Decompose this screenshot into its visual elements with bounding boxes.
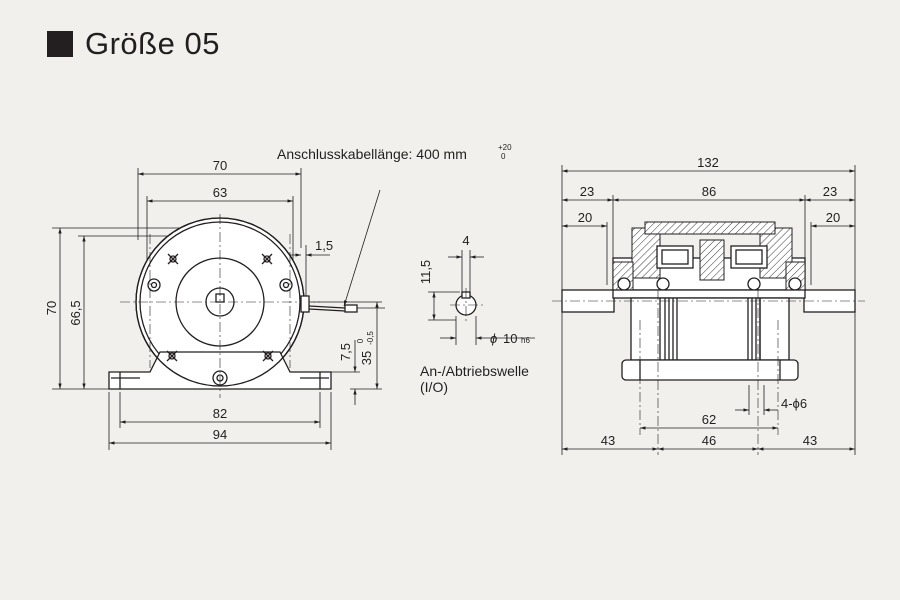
cable-length-label: Anschlusskabellänge: 400 mm: [277, 146, 467, 162]
dim-side-right-20: 20: [826, 210, 840, 225]
dim-shaft-dia-value: 10: [503, 331, 517, 346]
front-view: 70 63 1,5 70 66,5: [44, 158, 385, 450]
shaft-io-label: (I/O): [420, 379, 448, 395]
dim-side-132: 132: [697, 155, 719, 170]
page-title: Größe 05: [85, 26, 220, 61]
dim-front-1-5: 1,5: [315, 238, 333, 253]
bolt-icons: [147, 253, 293, 362]
dim-side-right-23: 23: [823, 184, 837, 199]
dim-side-left-23: 23: [580, 184, 594, 199]
shaft-detail: 4 11,5 ϕ 10 h6: [418, 233, 535, 346]
dim-front-height-66-5: 66,5: [68, 300, 83, 325]
side-view: 132 23 86 23 20 20: [552, 155, 865, 455]
dim-side-bottom-mid-46: 46: [702, 433, 716, 448]
dim-side-86: 86: [702, 184, 716, 199]
dim-front-height-70: 70: [44, 301, 59, 315]
dim-shaft-dia-fit: h6: [521, 336, 530, 345]
dim-side-bottom-right-43: 43: [803, 433, 817, 448]
dim-front-35: 35: [359, 351, 374, 365]
dim-front-94: 94: [213, 427, 227, 442]
dim-side-left-20: 20: [578, 210, 592, 225]
dim-front-82: 82: [213, 406, 227, 421]
dim-side-62: 62: [702, 412, 716, 427]
shaft-label: An-/Abtriebswelle: [420, 363, 529, 379]
page-header: Größe 05: [47, 24, 220, 64]
dim-front-7-5: 7,5: [338, 343, 353, 361]
dim-key-width-4: 4: [462, 233, 469, 248]
dim-key-height-11-5: 11,5: [418, 260, 433, 284]
dim-side-bottom-left-43: 43: [601, 433, 615, 448]
cable-tol-upper: +20: [498, 143, 512, 152]
title-square-icon: [47, 31, 73, 57]
dim-shaft-dia-symbol: ϕ: [490, 331, 497, 346]
dim-front-35-tol-upper: 0: [356, 338, 365, 343]
cable-tol-lower: 0: [501, 152, 506, 161]
dim-front-70: 70: [213, 158, 227, 173]
dim-front-63: 63: [213, 185, 227, 200]
dim-front-35-tol-lower: -0,5: [366, 331, 375, 345]
holes-label: 4-ϕ6: [781, 396, 807, 411]
